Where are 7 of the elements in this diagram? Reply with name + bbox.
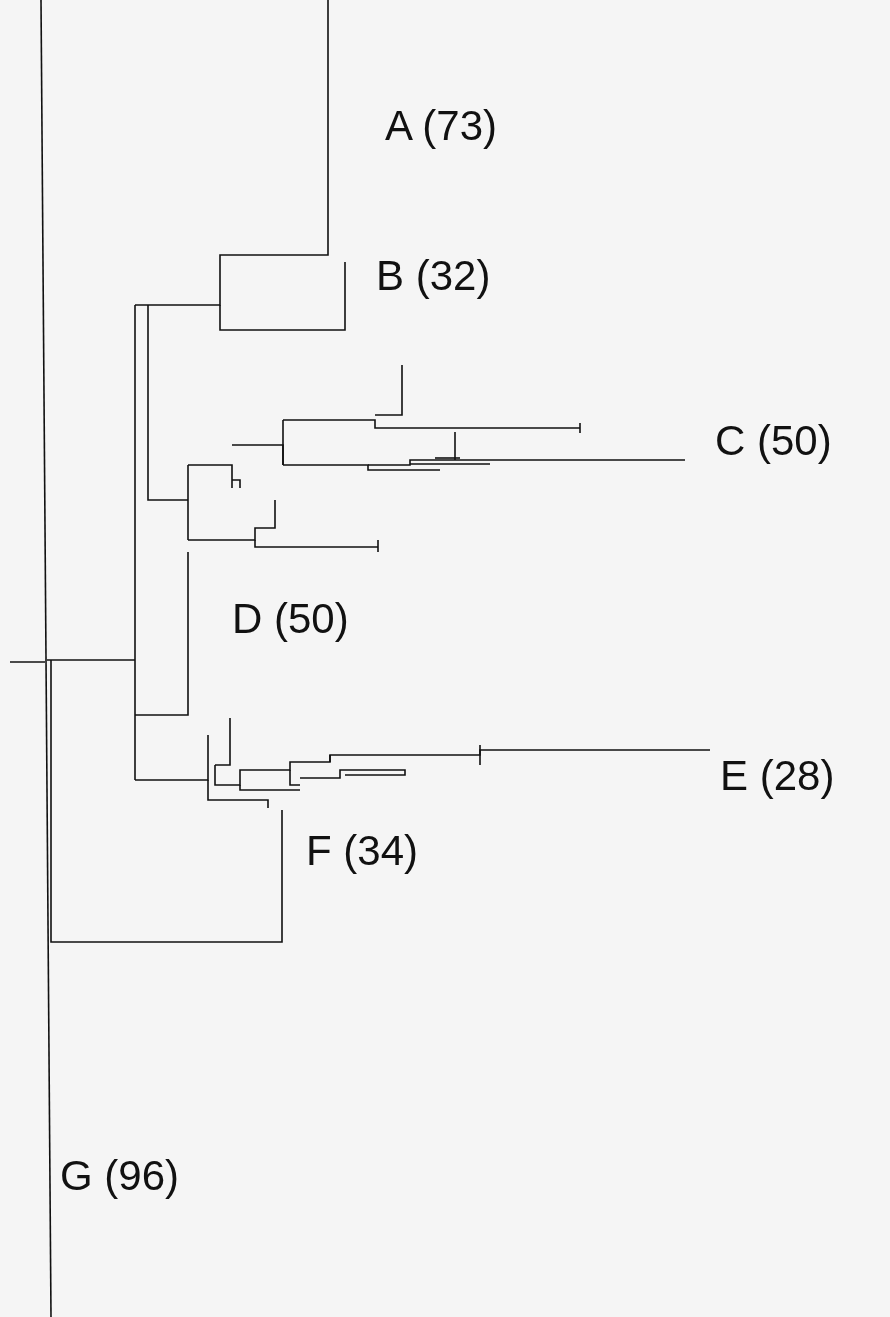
clade-label: E (28) [720,755,835,797]
clade-label: G (96) [60,1155,180,1197]
clade-label: C (50) [715,420,832,462]
clade-label: D (50) [232,598,349,640]
clade-label: F (34) [306,830,418,872]
clade-label: B (32) [376,255,491,297]
clade-label: A (73) [385,105,498,147]
